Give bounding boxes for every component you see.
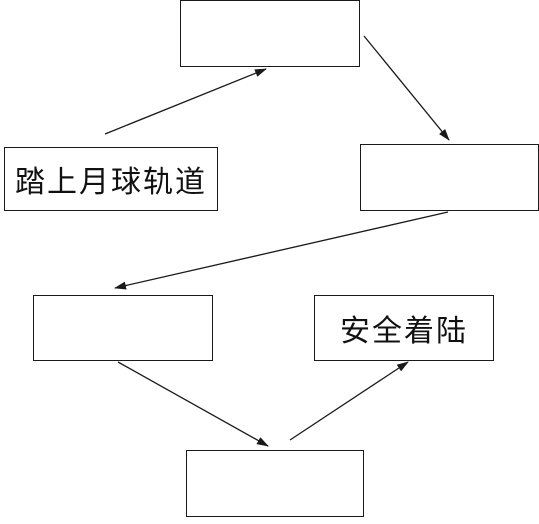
arrow-start-to-top [104,68,267,135]
step-box-start: 踏上月球轨道 [4,147,218,211]
step-label-start: 踏上月球轨道 [15,165,207,200]
arrow-mid-left-to-bottom [117,361,269,447]
step-box-mid-left [33,295,213,361]
step-box-bottom [186,450,364,517]
arrow-bottom-to-end [289,361,409,441]
step-box-top [180,0,360,67]
step-box-right [360,144,539,211]
arrow-right-to-mid-left [114,211,449,290]
arrow-top-to-right [363,35,450,141]
step-box-end: 安全着陆 [314,295,494,361]
step-label-end: 安全着陆 [340,314,468,349]
